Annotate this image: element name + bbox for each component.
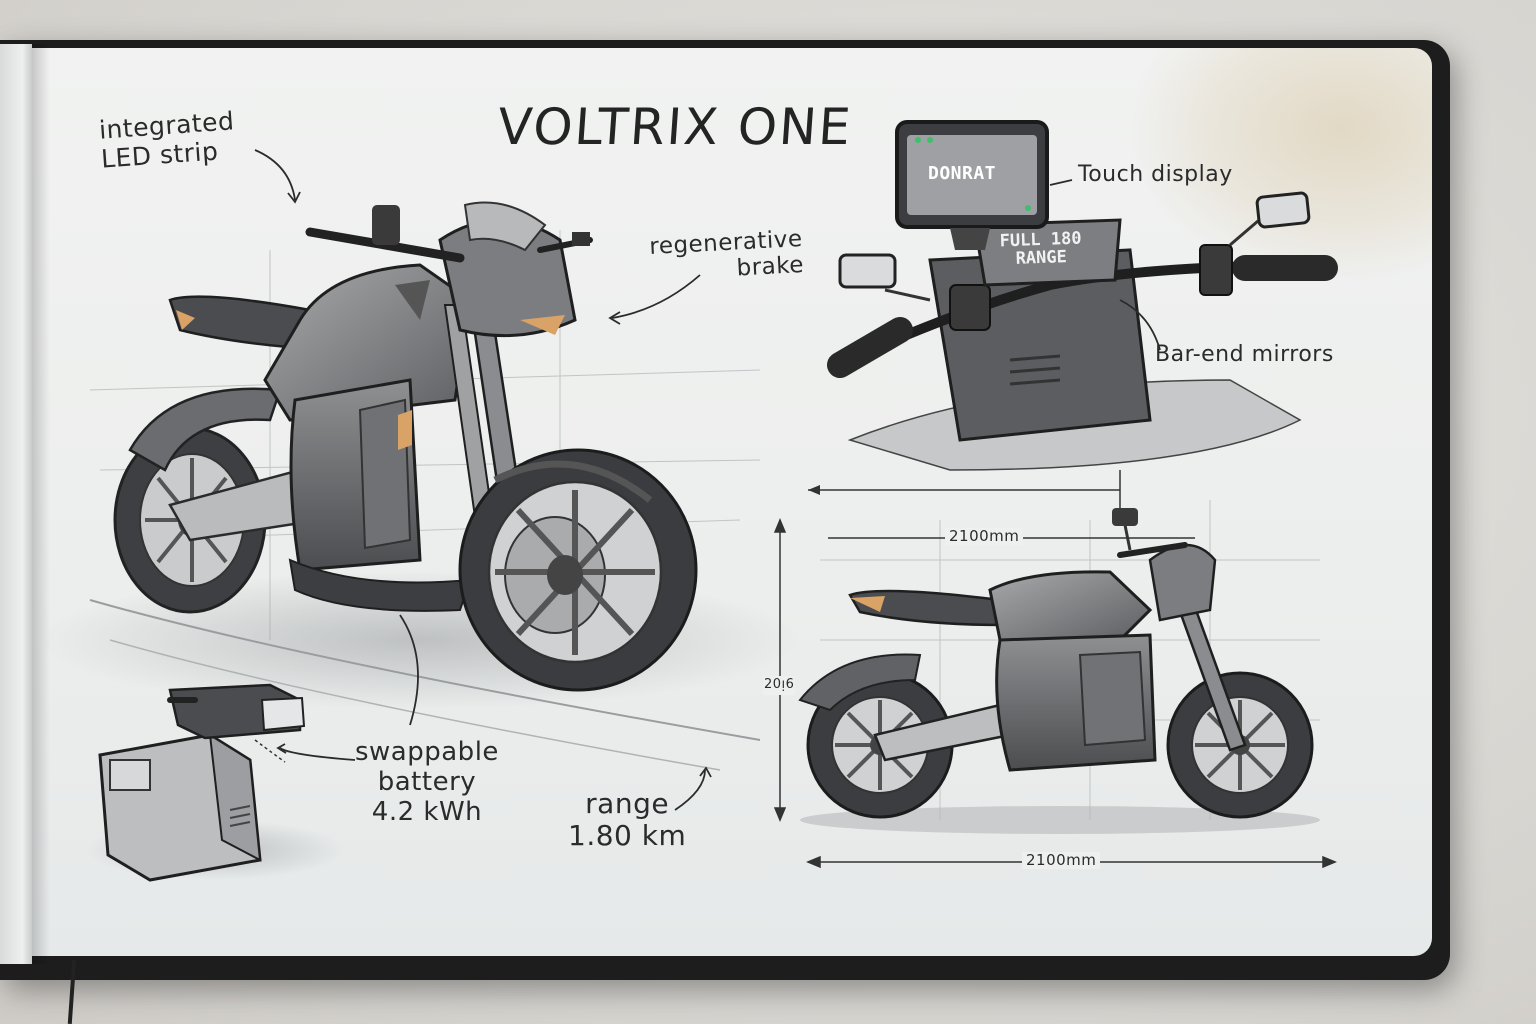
annotation-range: range 1.80 km bbox=[568, 787, 687, 853]
annotation-led-strip: integrated LED strip bbox=[98, 106, 236, 174]
dimension-height: 20ᴉ6 bbox=[763, 676, 796, 695]
annotation-bar-end-mirrors: Bar-end mirrors bbox=[1155, 342, 1334, 367]
annotation-swappable-battery: swappable battery 4.2 kWh bbox=[355, 737, 499, 827]
dimension-bottom-width: 2100mm bbox=[1022, 851, 1101, 870]
sketchbook-left-page bbox=[0, 44, 32, 964]
annotation-regenerative-brake: regenerative brake bbox=[648, 226, 805, 282]
dimension-top-width: 2100mm bbox=[945, 527, 1024, 546]
main-front-wheel bbox=[458, 448, 698, 692]
annotation-arrows bbox=[254, 149, 1161, 811]
handlebar-closeup-sketch bbox=[808, 120, 1338, 510]
page-gutter bbox=[32, 44, 50, 964]
page-title: VOLTRIX ONE bbox=[495, 98, 855, 156]
annotation-touch-display: Touch display bbox=[1078, 162, 1233, 187]
battery-sketch bbox=[85, 683, 345, 882]
main-motorcycle-sketch bbox=[40, 201, 800, 771]
range-display-text: FULL 180 RANGE bbox=[999, 228, 1082, 269]
touch-display-text: DONRAT bbox=[928, 163, 997, 184]
coffee-stain bbox=[1132, 48, 1432, 278]
side-view-motorcycle-sketch bbox=[773, 508, 1337, 869]
